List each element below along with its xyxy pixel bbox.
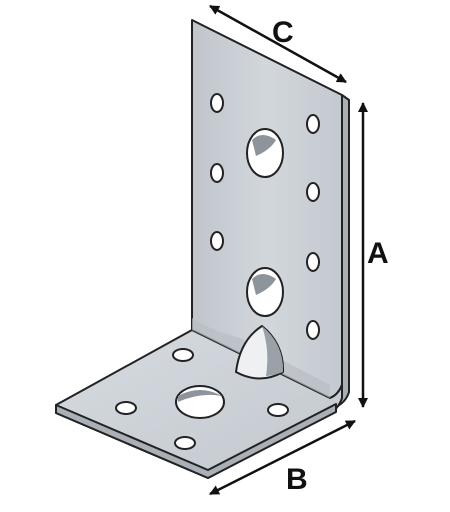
hole — [115, 401, 137, 415]
hole — [210, 93, 224, 113]
dimension-arrow-icon — [209, 4, 347, 84]
hole — [210, 163, 224, 183]
hole — [306, 182, 320, 202]
base-edge — [55, 403, 337, 479]
dimension-arrow-icon — [209, 419, 356, 496]
hole — [267, 403, 289, 417]
dimension-label-a: A — [367, 237, 389, 270]
dimension-c: C — [209, 4, 347, 84]
hole — [172, 348, 194, 362]
angle-bracket-icon — [55, 19, 350, 479]
vertical-large-holes — [246, 128, 284, 317]
hole — [306, 252, 320, 272]
hole — [210, 231, 224, 251]
hole — [306, 114, 320, 134]
vertical-holes — [210, 93, 320, 340]
dimension-label-b: B — [286, 463, 308, 496]
dimension-b: B — [209, 419, 356, 496]
hole — [174, 436, 196, 450]
gusset-rib — [235, 325, 285, 380]
dimension-label-c: C — [272, 16, 294, 49]
dimension-a: A — [358, 102, 389, 408]
hole — [306, 320, 320, 340]
